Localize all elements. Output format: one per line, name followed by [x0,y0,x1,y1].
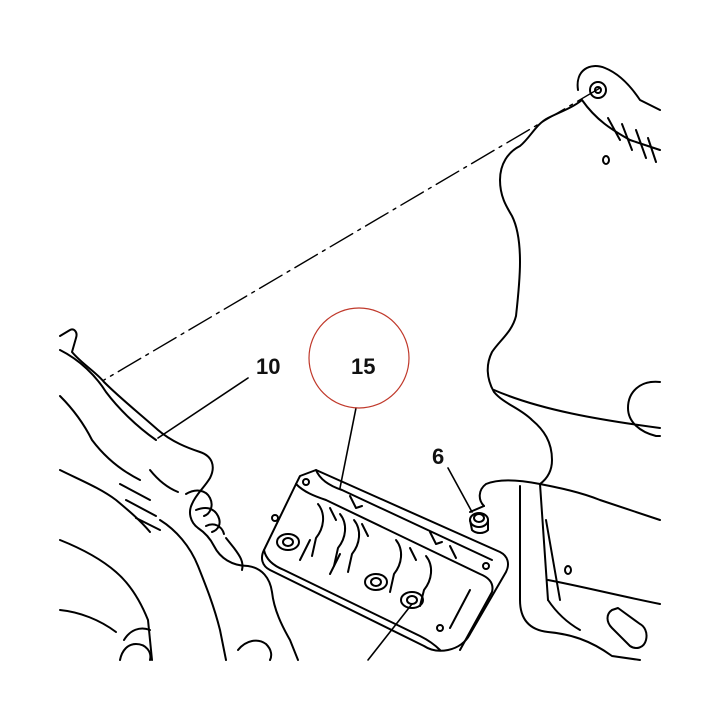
left-bracket [59,328,299,661]
highlight-circle [308,307,410,409]
leader-line-10 [157,377,249,439]
leader-line-15 [339,407,357,489]
callout-15[interactable]: 15 [351,354,376,379]
callout-6: 6 [432,444,445,469]
callout-10: 10 [256,354,281,379]
center-line [103,87,601,381]
nut-part [469,512,489,534]
leader-line-6 [447,467,473,513]
engine-housing [469,65,661,661]
leader-line-bottom [367,603,413,661]
mounting-pad [261,469,509,652]
